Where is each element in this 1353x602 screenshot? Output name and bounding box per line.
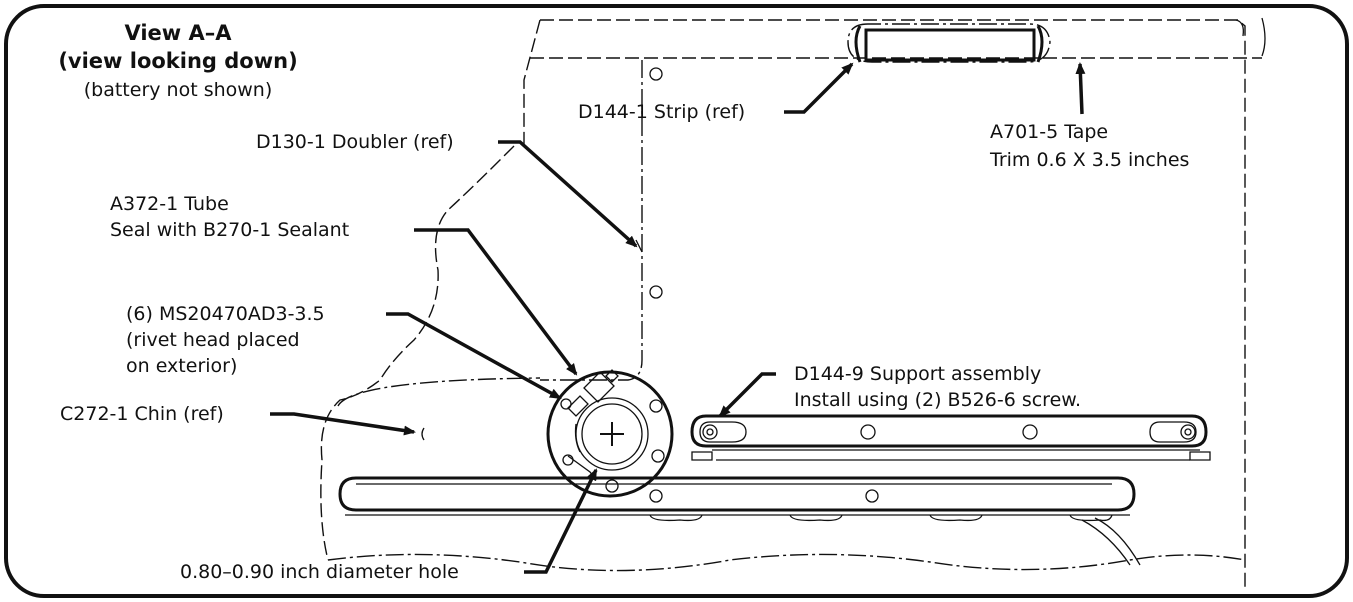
title-line-1: View A–A — [124, 21, 232, 45]
rivet-callout-line-2: (rivet head placed — [126, 329, 300, 351]
support-callout-line-2: Install using (2) B526-6 screw. — [794, 389, 1081, 411]
tape-callout-line-1: A701-5 Tape — [990, 121, 1108, 143]
plus-icon — [600, 422, 624, 446]
title-line-3: (battery not shown) — [84, 79, 273, 101]
view-title: View A–A (view looking down) (battery no… — [58, 21, 297, 101]
chin-callout: C272-1 Chin (ref) — [60, 403, 224, 425]
structure-geometry — [320, 17, 1266, 590]
tape-callout-line-2: Trim 0.6 X 3.5 inches — [989, 149, 1189, 171]
support-callout-line-1: D144-9 Support assembly — [794, 363, 1041, 385]
rivet-callout-line-3: on exterior) — [126, 355, 237, 377]
hole-callout: 0.80–0.90 inch diameter hole — [180, 561, 459, 583]
tube-callout-line-2: Seal with B270-1 Sealant — [110, 219, 349, 241]
rivet-callout-line-1: (6) MS20470AD3-3.5 — [126, 303, 325, 325]
strip-callout: D144-1 Strip (ref) — [578, 101, 745, 123]
leader-lines — [270, 62, 1086, 574]
doubler-callout: D130-1 Doubler (ref) — [256, 131, 454, 153]
drawing-border — [4, 4, 1349, 598]
title-line-2: (view looking down) — [58, 49, 297, 73]
tube-callout-line-1: A372-1 Tube — [110, 193, 229, 215]
